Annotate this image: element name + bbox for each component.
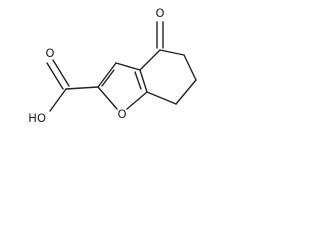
bond-c2-acid-carbon bbox=[65, 86, 99, 90]
ketone-oxygen-label: O bbox=[155, 6, 164, 20]
bond-acid-c-o-double-a bbox=[46, 62, 64, 90]
chemical-structure-diagram: O O HO O bbox=[28, 6, 197, 125]
bond-acid-c-oh bbox=[49, 88, 67, 112]
bond-c3a-c4 bbox=[139, 49, 161, 71]
bond-c3-c2-double-inner bbox=[101, 69, 115, 87]
bond-c4-c5 bbox=[159, 49, 185, 56]
bond-c7a-c3a-double-inner bbox=[134, 71, 142, 90]
hydroxyl-label: HO bbox=[28, 111, 46, 125]
bond-c3a-c3 bbox=[115, 62, 141, 71]
bond-c2-o1 bbox=[97, 86, 118, 110]
acid-carbonyl-oxygen-label: O bbox=[45, 46, 54, 60]
cyclohexanone-ring bbox=[139, 21, 197, 105]
bond-acid-c-o-double-b bbox=[52, 59, 70, 87]
bond-c3-c2 bbox=[97, 62, 117, 88]
furan-ring bbox=[97, 62, 148, 110]
bond-c7-c7a bbox=[146, 91, 177, 105]
bond-c7a-c3a bbox=[139, 69, 148, 93]
carboxylic-acid-group bbox=[46, 59, 99, 112]
bond-c6-c7 bbox=[175, 79, 197, 105]
bond-c5-c6 bbox=[183, 54, 197, 81]
ring-oxygen-label: O bbox=[117, 107, 126, 121]
bond-o1-c7a bbox=[126, 91, 148, 110]
